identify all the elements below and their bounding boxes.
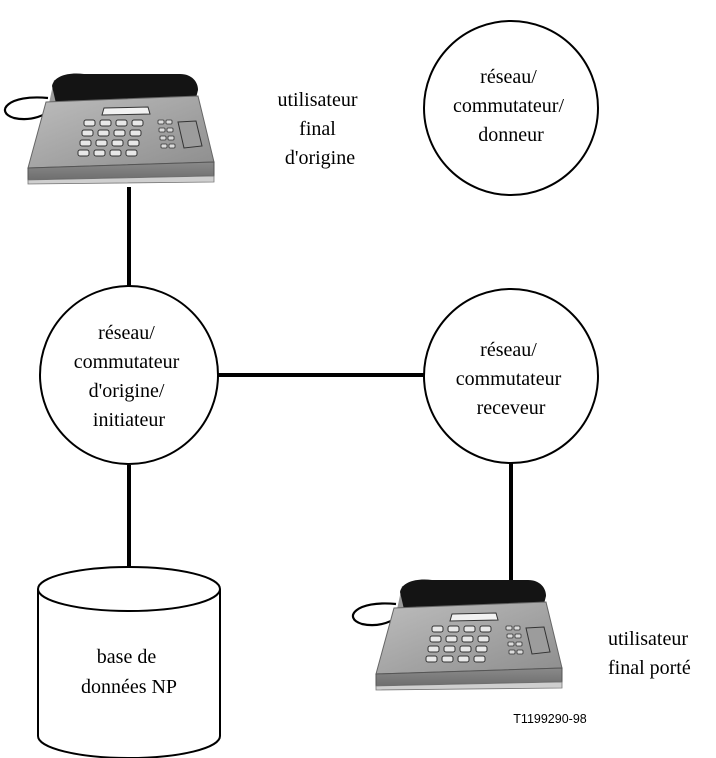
recipient-network-circle [423,288,599,464]
originating-user-label: utilisateur final d'origine [278,89,363,169]
ported-telephone-icon [351,578,564,692]
originating-user-line-1: utilisateur [278,89,358,111]
originating-telephone-icon [3,72,216,186]
recipient-network-line-2: commutateur [456,368,562,390]
ported-user-label: utilisateur final porté [608,628,693,679]
originating-network-line-2: commutateur [74,351,180,373]
np-database-line-2: données NP [81,676,177,698]
originating-network-circle [39,285,219,465]
originating-user-line-3: d'origine [285,147,355,169]
ported-user-line-2: final porté [608,657,691,679]
donor-network-line-3: donneur [478,124,544,146]
donor-network-circle [423,20,599,196]
donor-network-line-2: commutateur/ [453,95,565,117]
svg-text:réseau/ commutateur: réseau/ commutateur d'origine/ initiateu… [74,322,185,431]
recipient-network-line-3: receveur [477,397,546,419]
svg-text:réseau/ commutateur/: réseau/ commutateur/ donneur [453,66,569,146]
svg-text:réseau/ commutateur: réseau/ commutateur receveur [456,339,567,419]
originating-network-line-4: initiateur [93,409,166,431]
recipient-network-node: réseau/ commutateur receveur [423,288,599,464]
recipient-network-line-1: réseau/ [480,339,537,361]
originating-user-line-2: final [299,118,336,140]
np-database-label: base de données NP [81,646,177,698]
np-database-icon [37,566,221,758]
donor-network-line-1: réseau/ [480,66,537,88]
np-database-line-1: base de [97,646,157,668]
donor-network-node: réseau/ commutateur/ donneur [423,20,599,196]
figure-reference: T1199290-98 [513,712,586,726]
originating-network-line-1: réseau/ [98,322,155,344]
ported-user-line-1: utilisateur [608,628,688,650]
originating-network-node: réseau/ commutateur d'origine/ initiateu… [39,285,219,465]
originating-network-line-3: d'origine/ [89,380,165,402]
